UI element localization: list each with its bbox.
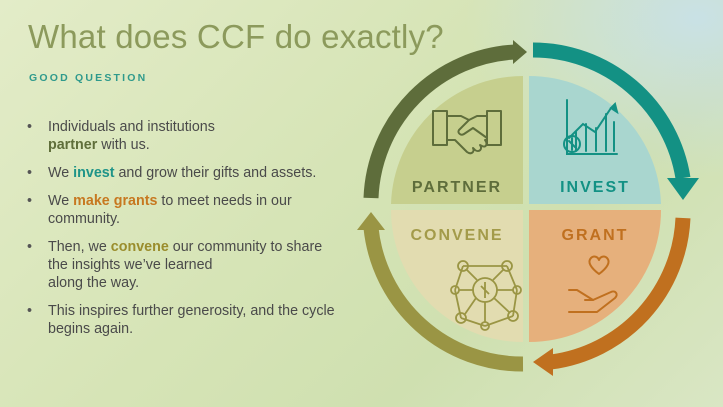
arc-grant: [549, 217, 691, 370]
arrow-head-grant: [533, 348, 553, 376]
heart-in-hand-icon: [568, 255, 618, 313]
bullet-text: We: [48, 193, 74, 209]
bullet-text: This inspires further generosity, and th…: [48, 303, 335, 337]
label-invest: INVEST: [560, 179, 630, 196]
quadrant-grant: [529, 210, 661, 342]
bullet-cycle: • This inspires further generosity, and …: [27, 302, 342, 338]
label-partner: PARTNER: [412, 179, 502, 196]
keyword-make-grants: make grants: [73, 193, 158, 209]
bullet-text: along the way.: [48, 275, 140, 291]
bullet-convene: • Then, we convene our community to shar…: [27, 238, 342, 292]
label-convene: CONVENE: [410, 227, 503, 244]
bullet-dot: •: [27, 119, 33, 135]
keyword-partner: partner: [48, 137, 98, 153]
bullet-text: Individuals and institutions: [48, 119, 215, 135]
bullet-grants: • We make grants to meet needs in our co…: [27, 192, 342, 228]
quadrant-partner: [391, 75, 523, 204]
arrow-head-convene: [357, 212, 385, 230]
keyword-invest: invest: [73, 165, 115, 181]
bullet-dot: •: [27, 303, 33, 319]
handshake-icon: [432, 110, 502, 155]
arc-convene: [363, 227, 524, 372]
bullet-list: • Individuals and institutions partner w…: [27, 118, 342, 348]
bullet-invest: • We invest and grow their gifts and ass…: [27, 164, 342, 182]
bullet-text: and grow their gifts and assets.: [114, 165, 317, 181]
bullet-text: with us.: [97, 137, 150, 153]
network-icon: [450, 260, 522, 331]
bullet-text: our community to share the insights we’v…: [48, 239, 323, 273]
bullet-partner: • Individuals and institutions partner w…: [27, 118, 342, 154]
label-grant: GRANT: [562, 227, 629, 244]
bullet-text: to meet needs in our community.: [48, 193, 292, 227]
bullet-dot: •: [27, 165, 33, 181]
arrow-head-partner: [513, 40, 527, 64]
bullet-dot: •: [27, 193, 33, 209]
page-subtitle: GOOD QUESTION: [29, 72, 148, 84]
keyword-convene: convene: [110, 239, 169, 255]
quadrant-convene: [391, 210, 523, 342]
arrow-head-invest: [667, 178, 699, 200]
cycle-diagram: PARTNER INVEST GRANT CONVENE: [357, 40, 699, 376]
bullet-text: Then, we: [48, 239, 111, 255]
arc-invest: [532, 42, 691, 180]
growth-chart-icon: [563, 99, 619, 155]
page-title: What does CCF do exactly?: [28, 18, 444, 55]
bullet-text: We: [48, 165, 74, 181]
bullet-dot: •: [27, 239, 33, 255]
arc-partner: [363, 44, 516, 199]
